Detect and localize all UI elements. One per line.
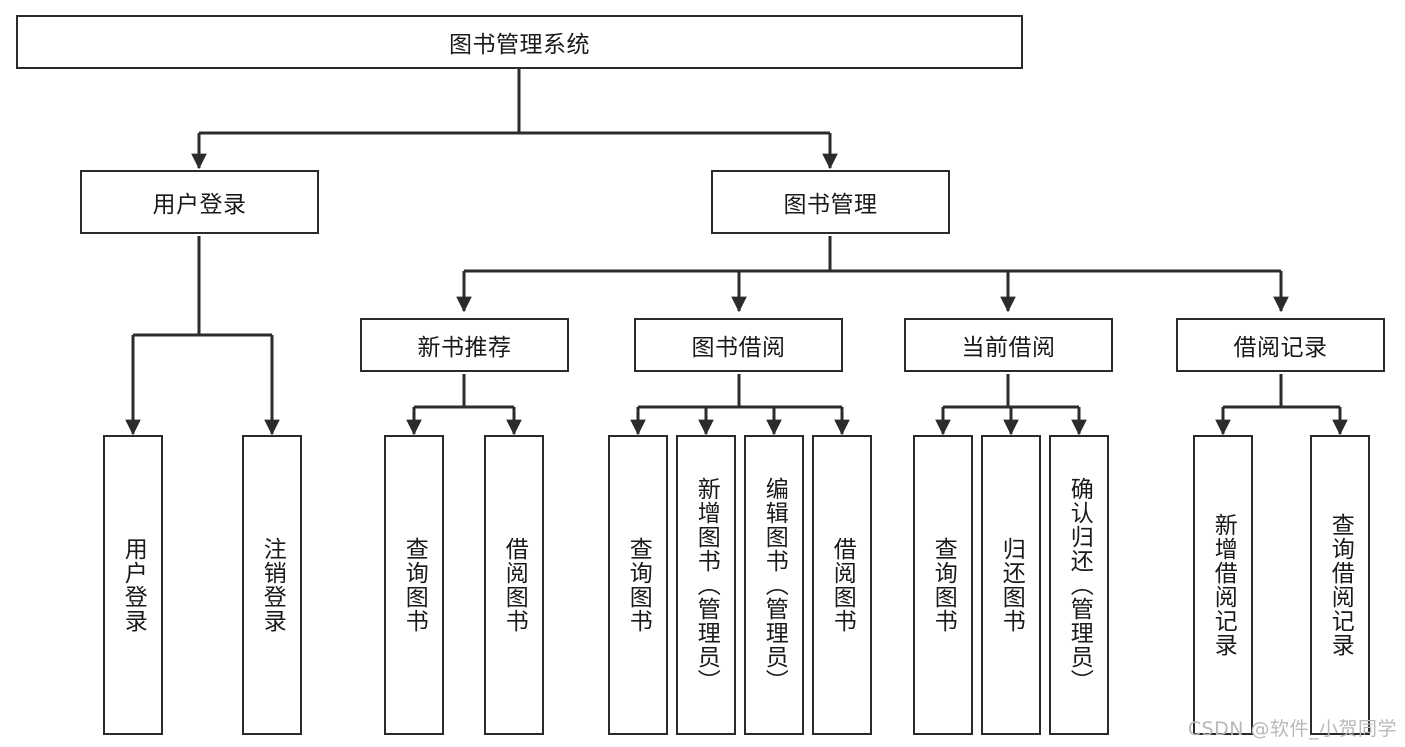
leaf-current-borrow-2-label: 归还图书 xyxy=(998,537,1025,633)
node-borrow-record[interactable]: 借阅记录 xyxy=(1176,318,1385,372)
node-book-borrow[interactable]: 图书借阅 xyxy=(634,318,843,372)
leaf-current-borrow-1-label: 查询图书 xyxy=(930,537,957,633)
leaf-new-book-2[interactable]: 借阅图书 xyxy=(484,435,544,735)
leaf-borrow-record-1[interactable]: 新增借阅记录 xyxy=(1193,435,1253,735)
leaf-book-borrow-1[interactable]: 查询图书 xyxy=(608,435,668,735)
node-book-management-label: 图书管理 xyxy=(783,192,878,218)
node-current-borrow[interactable]: 当前借阅 xyxy=(904,318,1113,372)
leaf-book-borrow-4[interactable]: 借阅图书 xyxy=(812,435,872,735)
leaf-user-login-2[interactable]: 注销登录 xyxy=(242,435,302,735)
node-root-label: 图书管理系统 xyxy=(449,32,590,58)
leaf-new-book-1-label: 查询图书 xyxy=(401,537,428,633)
node-book-management[interactable]: 图书管理 xyxy=(711,170,950,234)
node-new-book-recommend[interactable]: 新书推荐 xyxy=(360,318,569,372)
leaf-book-borrow-3-label: 编辑图书（管理员） xyxy=(761,477,788,693)
leaf-borrow-record-2[interactable]: 查询借阅记录 xyxy=(1310,435,1370,735)
node-new-book-recommend-label: 新书推荐 xyxy=(417,335,512,361)
leaf-current-borrow-3[interactable]: 确认归还（管理员） xyxy=(1049,435,1109,735)
leaf-user-login-2-label: 注销登录 xyxy=(259,537,286,633)
leaf-current-borrow-2[interactable]: 归还图书 xyxy=(981,435,1041,735)
node-book-borrow-label: 图书借阅 xyxy=(691,335,786,361)
leaf-book-borrow-2[interactable]: 新增图书（管理员） xyxy=(676,435,736,735)
leaf-user-login-1-label: 用户登录 xyxy=(120,537,147,633)
node-root[interactable]: 图书管理系统 xyxy=(16,15,1023,69)
leaf-borrow-record-2-label: 查询借阅记录 xyxy=(1327,513,1354,657)
leaf-current-borrow-1[interactable]: 查询图书 xyxy=(913,435,973,735)
leaf-current-borrow-3-label: 确认归还（管理员） xyxy=(1066,477,1093,693)
leaf-book-borrow-3[interactable]: 编辑图书（管理员） xyxy=(744,435,804,735)
leaf-new-book-1[interactable]: 查询图书 xyxy=(384,435,444,735)
node-current-borrow-label: 当前借阅 xyxy=(961,335,1056,361)
node-user-login[interactable]: 用户登录 xyxy=(80,170,319,234)
leaf-new-book-2-label: 借阅图书 xyxy=(501,537,528,633)
leaf-book-borrow-2-label: 新增图书（管理员） xyxy=(693,477,720,693)
leaf-book-borrow-4-label: 借阅图书 xyxy=(829,537,856,633)
node-user-login-label: 用户登录 xyxy=(152,192,247,218)
leaf-borrow-record-1-label: 新增借阅记录 xyxy=(1210,513,1237,657)
leaf-user-login-1[interactable]: 用户登录 xyxy=(103,435,163,735)
node-borrow-record-label: 借阅记录 xyxy=(1233,335,1328,361)
leaf-book-borrow-1-label: 查询图书 xyxy=(625,537,652,633)
